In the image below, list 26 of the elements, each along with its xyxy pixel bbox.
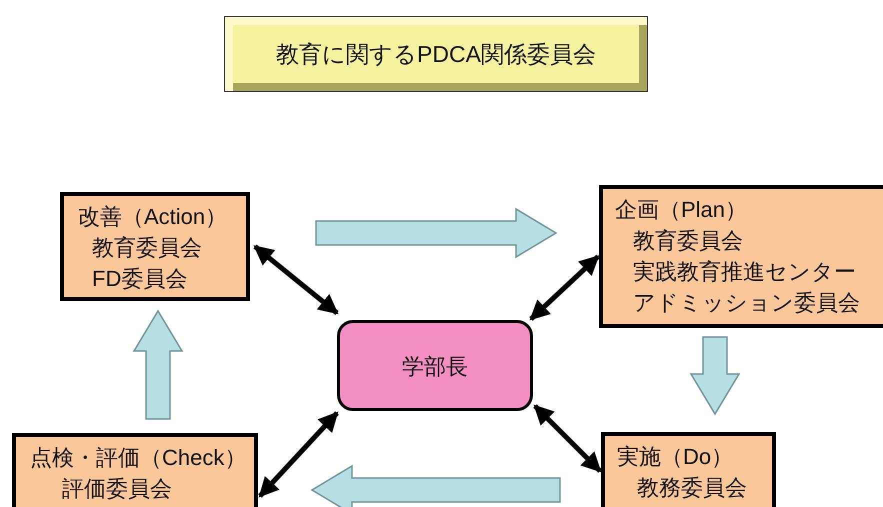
double-arrow — [258, 411, 339, 498]
committee-name: 評価委員会 — [62, 475, 172, 503]
process-box — [60, 192, 250, 301]
committee-name: 教育委員会 — [92, 234, 202, 262]
box-heading: 実施（Do） — [617, 443, 734, 471]
double-arrow — [529, 254, 600, 321]
block-arrow — [310, 464, 561, 507]
box-heading: 改善（Action） — [78, 203, 228, 231]
committee-name: アドミッション委員会 — [633, 289, 860, 317]
committee-name: FD委員会 — [92, 265, 188, 293]
process-box — [12, 433, 258, 507]
committee-name: 教務委員会 — [637, 474, 747, 502]
committee-name: 実践教育推進センター — [633, 258, 856, 286]
process-box — [601, 432, 776, 507]
process-box — [599, 185, 883, 328]
title-text: 教育に関するPDCA関係委員会 — [275, 40, 597, 69]
block-arrow — [132, 310, 184, 420]
block-arrow — [315, 208, 558, 258]
block-arrow — [690, 336, 740, 416]
box-heading: 点検・評価（Check） — [30, 444, 246, 472]
box-label: 学部長 — [401, 353, 469, 381]
double-arrow — [253, 244, 339, 315]
rounded-box — [337, 320, 533, 411]
double-arrow — [533, 404, 602, 473]
committee-name: 教育委員会 — [633, 227, 743, 255]
box-heading: 企画（Plan） — [615, 196, 748, 224]
